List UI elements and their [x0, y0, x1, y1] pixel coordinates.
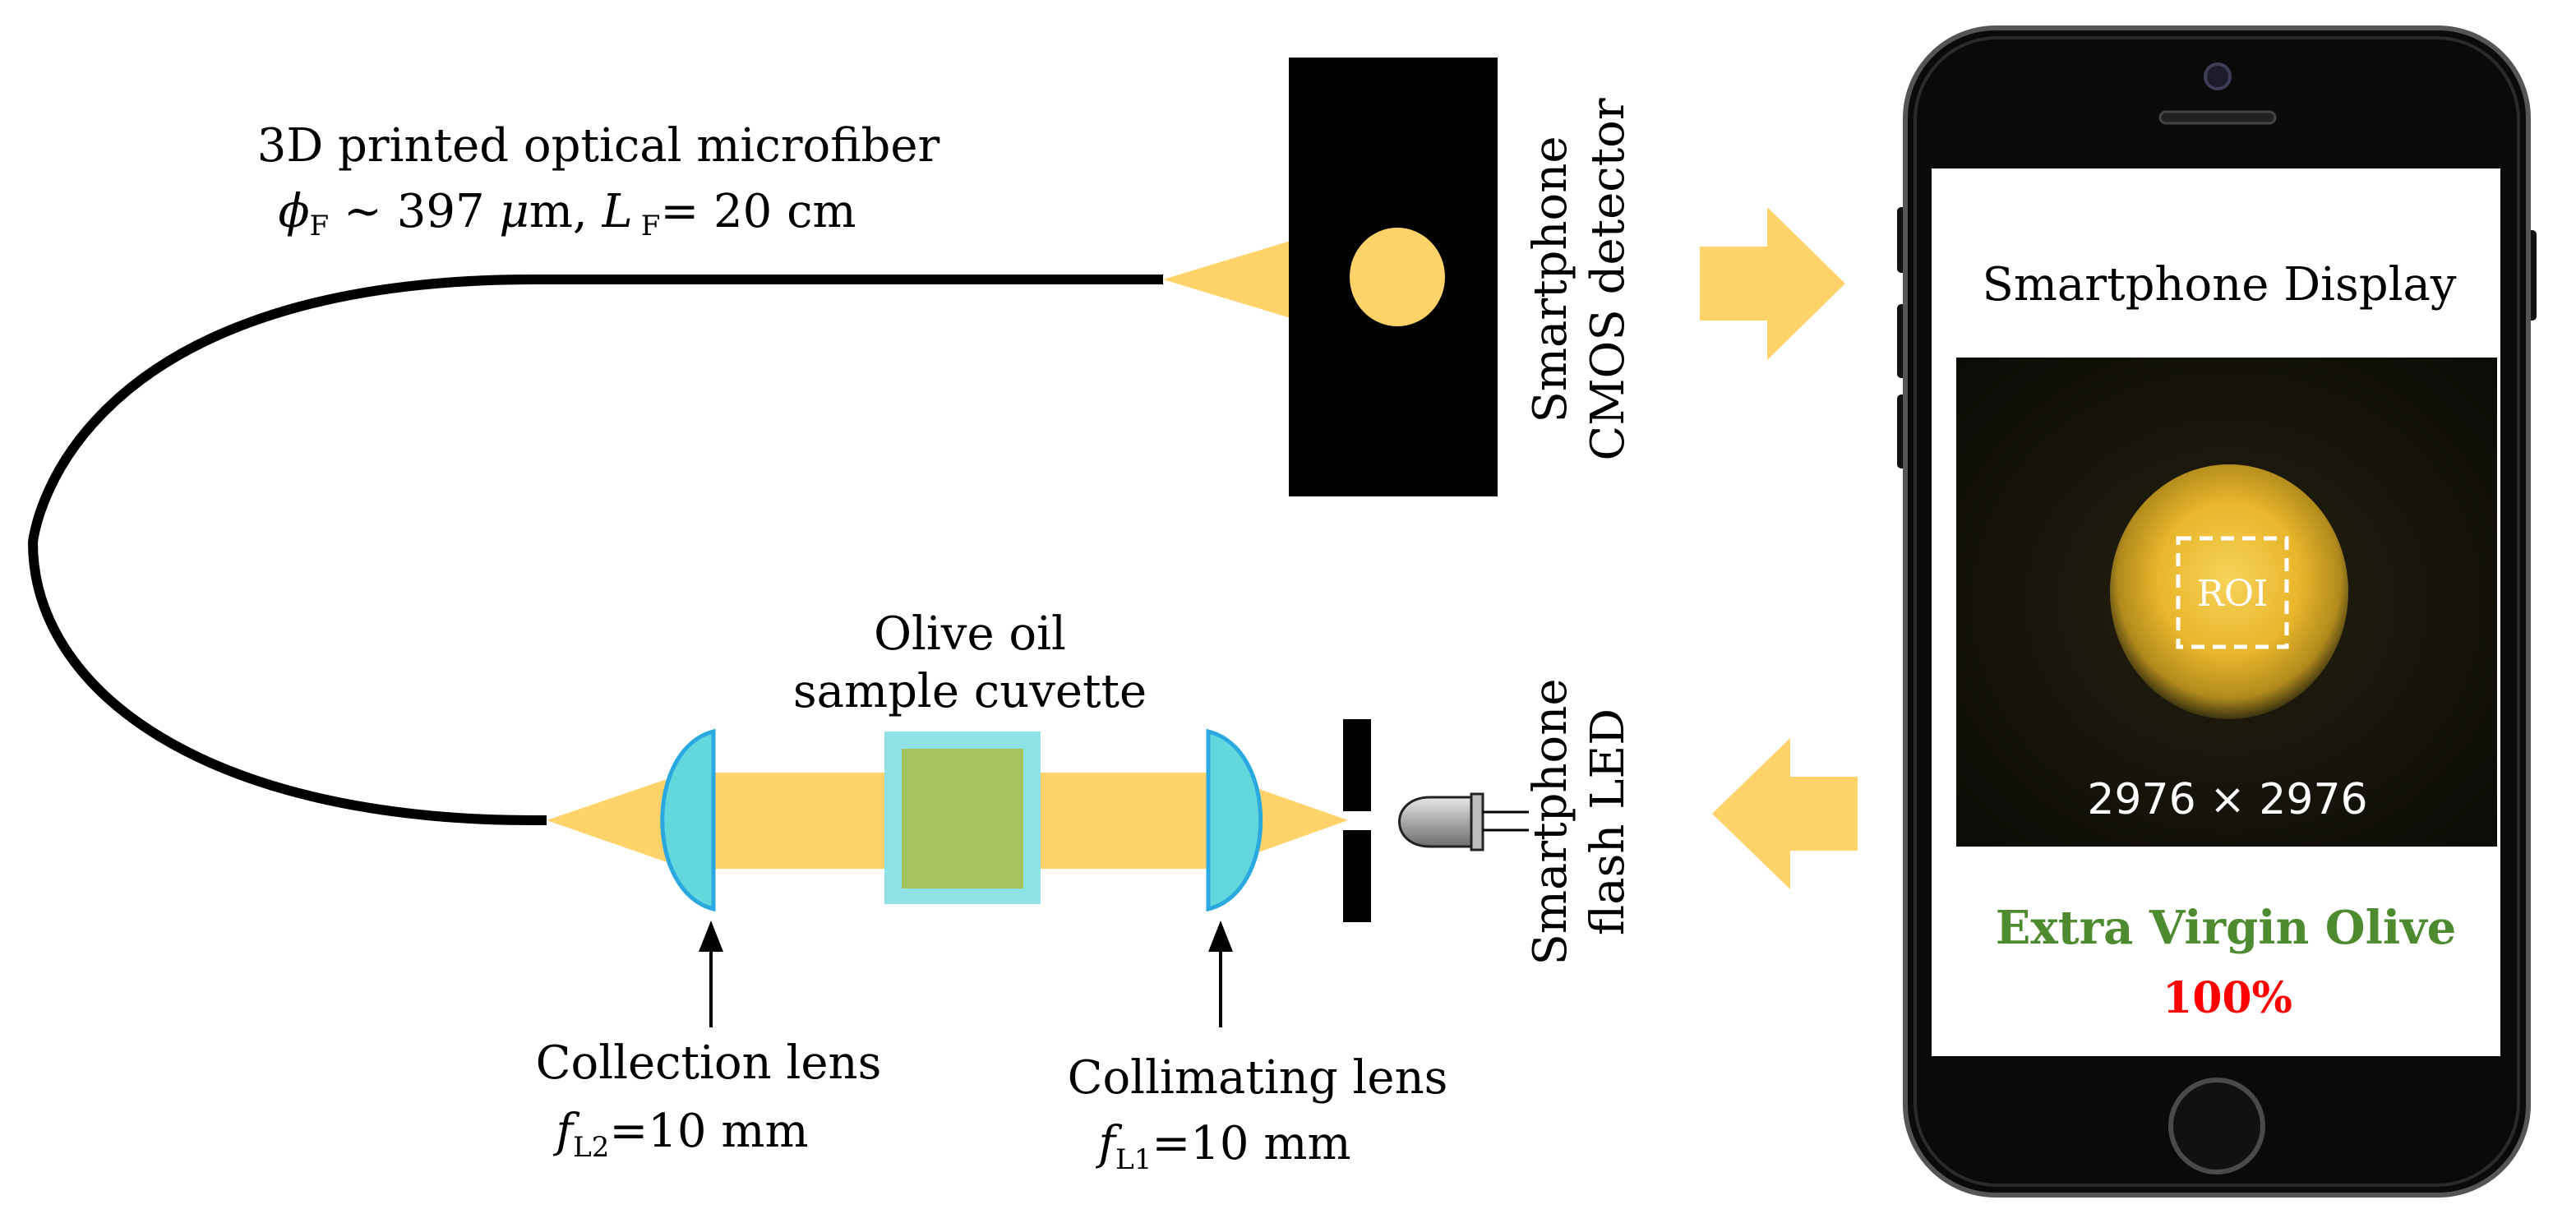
- resolution-label: 2976 × 2976: [2087, 775, 2367, 824]
- collection-lens: [660, 728, 716, 912]
- home-button-icon[interactable]: [2168, 1078, 2265, 1175]
- front-camera-icon: [2204, 62, 2232, 90]
- fiber-title: 3D printed optical microfiber: [257, 119, 940, 173]
- collimating-lens-pointer: [1208, 921, 1233, 1027]
- cuvette-label-line1: Olive oil: [874, 607, 1066, 661]
- light-spot-image: [2110, 464, 2348, 719]
- svg-text:CMOS detector: CMOS detector: [1581, 98, 1635, 460]
- collimating-lens-name: Collimating lens: [1068, 1051, 1448, 1105]
- collection-lens-pointer: [699, 921, 723, 1027]
- collimating-lens-focal: fL1=10 mm: [1095, 1117, 1350, 1176]
- collection-lens-name: Collection lens: [536, 1036, 882, 1090]
- aperture-bottom: [1343, 830, 1371, 922]
- result-percent: 100%: [2163, 973, 2292, 1023]
- led-label: Smartphone flash LED: [1524, 679, 1635, 966]
- detector-label: Smartphone CMOS detector: [1524, 98, 1635, 460]
- collection-lens-focal: fL2=10 mm: [552, 1105, 808, 1164]
- aperture-top: [1343, 719, 1371, 811]
- optical-fiber: [27, 275, 1163, 825]
- display-title: Smartphone Display: [1982, 258, 2456, 312]
- collimating-lens: [1206, 728, 1263, 912]
- right-arrow-icon: [1700, 207, 1845, 360]
- detector-light-spot: [1350, 228, 1445, 326]
- svg-text:flash LED: flash LED: [1581, 708, 1635, 935]
- cuvette-label-line2: sample cuvette: [793, 665, 1147, 718]
- svg-text:Smartphone: Smartphone: [1524, 136, 1577, 423]
- svg-text:Smartphone: Smartphone: [1524, 679, 1577, 966]
- led-icon: [1398, 792, 1529, 851]
- roi-box: [2176, 536, 2289, 649]
- collection-light-cone: [547, 777, 674, 865]
- speaker-grille: [2158, 110, 2277, 125]
- roi-label: ROI: [2197, 573, 2269, 615]
- display-image: ROI 2976 × 2976: [1956, 358, 2497, 847]
- result-label: Extra Virgin Olive: [1996, 901, 2457, 955]
- cuvette-sample: [902, 749, 1023, 888]
- output-light-cone: [1163, 238, 1299, 321]
- left-arrow-icon: [1712, 738, 1858, 889]
